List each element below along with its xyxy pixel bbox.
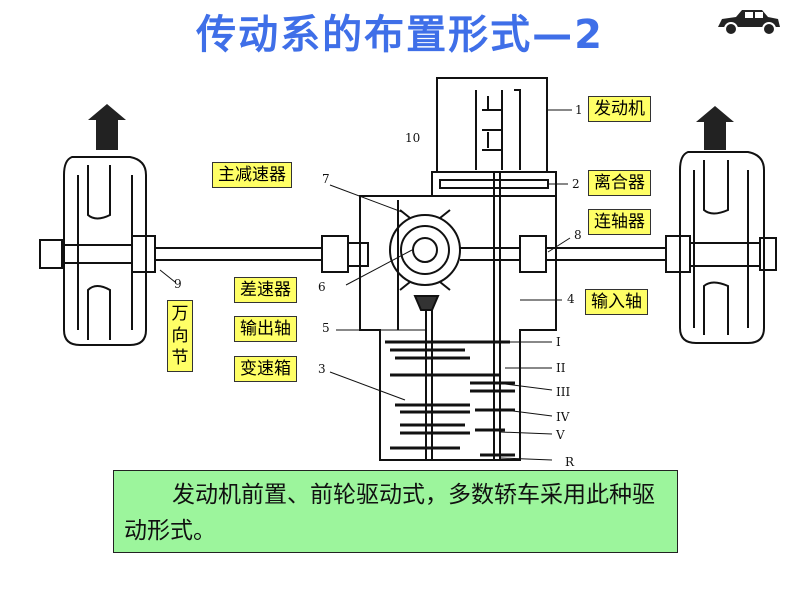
final-drive-gear (389, 214, 461, 286)
part-number-5: 5 (322, 321, 330, 335)
label-differential: 差速器 (234, 277, 297, 303)
part-number-7: 7 (322, 172, 330, 186)
part-number-10: 10 (405, 131, 421, 145)
arrow-up-icon (88, 104, 734, 150)
part-number-9: 9 (174, 277, 182, 291)
part-number-3: 3 (318, 362, 326, 376)
page-title: 传动系的布置形式—2 (196, 12, 604, 58)
pinion-gear (413, 295, 440, 311)
right-coupling (519, 235, 547, 273)
label-universal-joint: 万 向 节 (167, 300, 193, 372)
right-wheel (679, 151, 765, 344)
part-number-8: 8 (574, 228, 582, 242)
gear-label-4: IV (556, 410, 570, 424)
right-axle (690, 237, 777, 271)
label-coupling: 连轴器 (588, 209, 651, 235)
gear-label-2: II (556, 361, 566, 375)
label-output-shaft: 输出轴 (234, 316, 297, 342)
left-universal-joint (131, 235, 156, 273)
right-universal-joint (665, 235, 691, 273)
label-final-drive: 主减速器 (212, 162, 292, 188)
description-note: 发动机前置、前轮驱动式，多数轿车采用此种驱动形式。 (113, 470, 678, 553)
left-axle (39, 239, 133, 269)
output-shaft (425, 310, 433, 460)
left-drive-shaft (155, 247, 322, 261)
differential-gear (412, 237, 438, 263)
left-wheel (63, 156, 147, 346)
car-icon (718, 10, 780, 36)
part-number-1: 1 (575, 103, 583, 117)
label-input-shaft: 输入轴 (585, 289, 648, 315)
left-coupling (321, 235, 369, 273)
gear-set (385, 340, 515, 457)
label-engine: 发动机 (588, 96, 651, 122)
input-shaft (493, 172, 501, 460)
gear-label-5: V (556, 428, 565, 442)
gear-label-1: I (556, 335, 561, 349)
gear-label-3: III (556, 385, 571, 399)
right-drive-shaft (546, 247, 666, 261)
gear-label-reverse: R (565, 455, 575, 469)
label-clutch: 离合器 (588, 170, 651, 196)
label-gearbox: 变速箱 (234, 356, 297, 382)
part-number-4: 4 (567, 292, 575, 306)
leader-lines (159, 109, 572, 461)
engine-block (436, 77, 548, 173)
part-number-6: 6 (318, 280, 326, 294)
part-number-2: 2 (572, 177, 580, 191)
